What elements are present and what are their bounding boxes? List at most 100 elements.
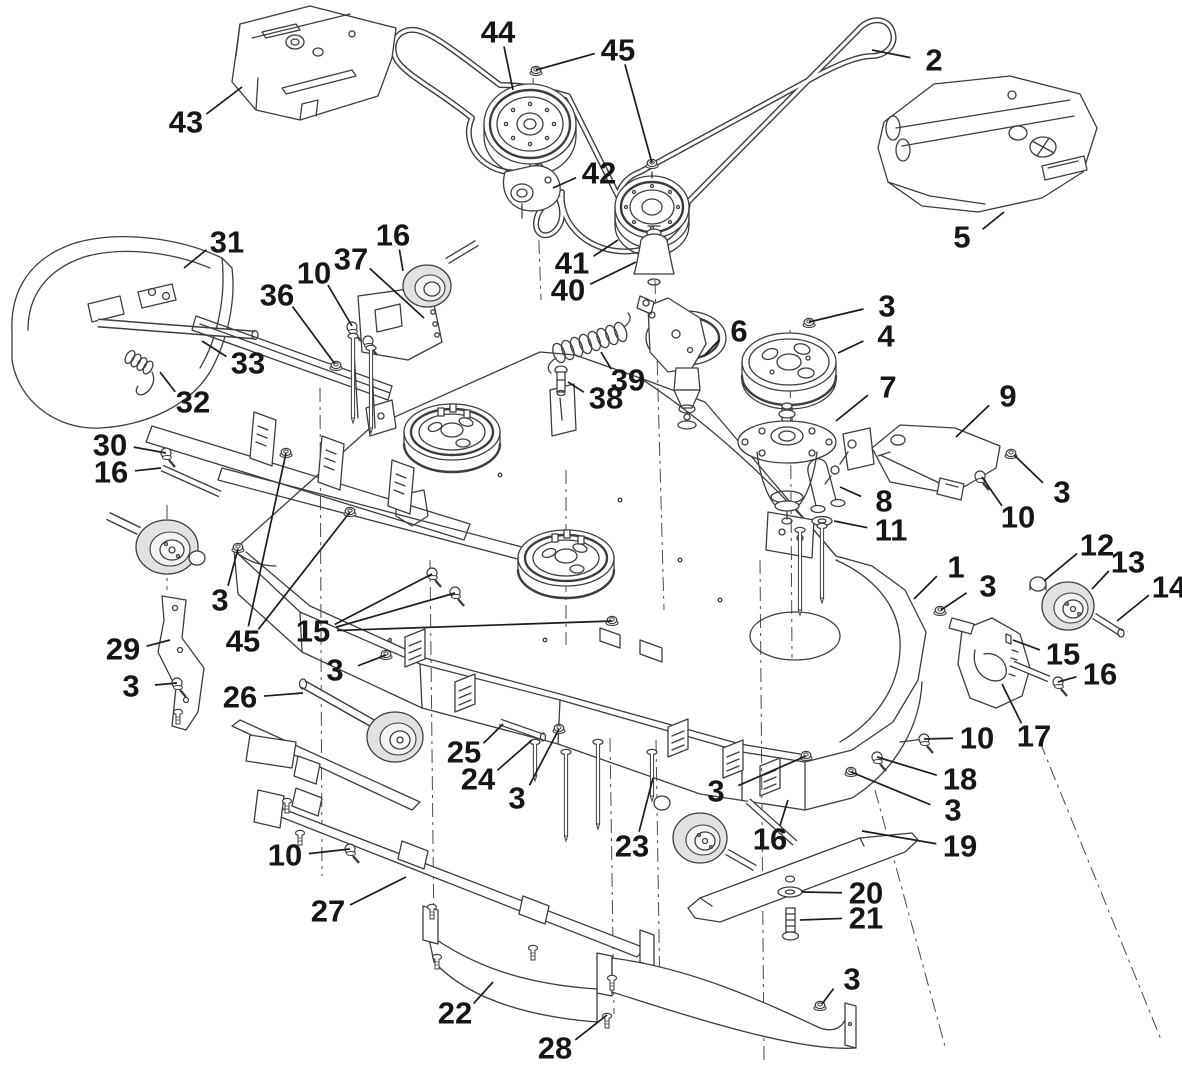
callout-18: 18 xyxy=(943,762,977,797)
baffle-bar-27 xyxy=(253,787,655,968)
blade-19 xyxy=(687,832,919,923)
callout-2: 2 xyxy=(925,43,942,78)
leader-line xyxy=(703,339,721,357)
callout-3: 3 xyxy=(707,774,724,809)
blade-washer-20 xyxy=(777,886,803,898)
callout-32: 32 xyxy=(176,385,210,420)
callout-40: 40 xyxy=(551,273,585,308)
callout-10: 10 xyxy=(960,721,994,756)
callout-38: 38 xyxy=(589,381,623,416)
pan-head-screw xyxy=(281,797,293,814)
leader-line xyxy=(923,737,954,740)
leader-line xyxy=(308,848,351,855)
spring-anchor-bolt-38 xyxy=(554,365,568,397)
leader-line xyxy=(334,573,433,626)
callout-3: 3 xyxy=(979,569,996,604)
leader-line xyxy=(955,404,990,438)
leader-line xyxy=(567,381,585,393)
leader-line xyxy=(1013,454,1044,484)
leader-line xyxy=(624,64,653,164)
callout-3: 3 xyxy=(1053,475,1070,510)
roller-wheel xyxy=(402,264,452,308)
leader-line xyxy=(154,682,178,686)
callout-16: 16 xyxy=(1083,657,1117,692)
carriage-bolt xyxy=(344,843,360,864)
leader-line xyxy=(257,511,351,630)
callout-17: 17 xyxy=(1017,719,1051,754)
washer-11 xyxy=(811,515,833,527)
leader-line xyxy=(247,452,287,627)
carriage-bolt xyxy=(1052,676,1068,697)
leader-line xyxy=(1043,552,1078,582)
flange-nut xyxy=(802,317,816,329)
long-bolt xyxy=(560,748,572,843)
idler-pulley-44 xyxy=(483,83,577,179)
callout-3: 3 xyxy=(944,793,961,828)
callout-12: 12 xyxy=(1080,528,1114,563)
callout-16: 16 xyxy=(94,455,128,490)
leader-line xyxy=(503,46,514,91)
hanger-plate xyxy=(549,383,577,437)
long-bolt xyxy=(816,522,828,605)
callout-16: 16 xyxy=(753,822,787,857)
callout-15: 15 xyxy=(1046,637,1080,672)
deck-pulley-left xyxy=(402,403,502,474)
idler-arm-assembly-6 xyxy=(636,295,727,430)
blade-bolt-21 xyxy=(781,907,800,941)
leader-line xyxy=(982,211,1005,230)
caster-wheel-left xyxy=(106,511,206,575)
leader-line xyxy=(600,351,613,370)
flange-nut xyxy=(799,750,813,762)
left-baffle-bar xyxy=(231,719,421,811)
leader-line xyxy=(1091,570,1110,590)
pan-head-screw xyxy=(431,953,443,970)
flange-nut xyxy=(813,1000,827,1012)
latch-spring xyxy=(124,349,155,396)
callout-37: 37 xyxy=(334,242,368,277)
leader-line xyxy=(535,52,595,71)
leader-line xyxy=(159,371,176,393)
callout-33: 33 xyxy=(231,346,265,381)
caster-wheel-bottom xyxy=(653,795,757,872)
callout-13: 13 xyxy=(1111,545,1145,580)
callout-6: 6 xyxy=(730,314,747,349)
deflector-shield xyxy=(11,236,234,429)
callout-4: 4 xyxy=(877,319,895,354)
long-bolt xyxy=(347,332,359,425)
callout-45: 45 xyxy=(601,33,635,68)
cone-cover-40 xyxy=(633,225,675,286)
callout-28: 28 xyxy=(538,1031,572,1066)
callout-42: 42 xyxy=(582,156,616,191)
leader-line xyxy=(821,988,835,1005)
callout-19: 19 xyxy=(943,829,977,864)
long-bolt xyxy=(365,344,377,435)
callout-45: 45 xyxy=(226,624,260,659)
deck-pulley-center xyxy=(516,529,616,600)
callout-23: 23 xyxy=(615,829,649,864)
pan-head-screw xyxy=(294,829,306,846)
leader-line xyxy=(201,340,227,358)
callout-39: 39 xyxy=(611,363,645,398)
callout-3: 3 xyxy=(211,583,228,618)
leader-line xyxy=(839,486,862,498)
leader-line xyxy=(369,267,425,319)
callout-14: 14 xyxy=(1152,570,1182,605)
leader-line xyxy=(227,548,239,587)
leader-line xyxy=(496,739,533,771)
callout-16: 16 xyxy=(376,218,410,253)
leader-line xyxy=(291,305,336,365)
flange-nut xyxy=(379,649,393,661)
flange-nut xyxy=(552,723,566,735)
leader-line xyxy=(799,917,843,921)
pan-head-screw xyxy=(172,708,184,725)
callout-25: 25 xyxy=(447,735,481,770)
callout-20: 20 xyxy=(849,876,883,911)
flange-nut xyxy=(1004,448,1018,460)
callout-36: 36 xyxy=(260,278,294,313)
callout-11: 11 xyxy=(875,513,908,548)
callout-10: 10 xyxy=(297,256,331,291)
u-bolt-8 xyxy=(807,458,846,514)
leader-line xyxy=(528,728,560,786)
